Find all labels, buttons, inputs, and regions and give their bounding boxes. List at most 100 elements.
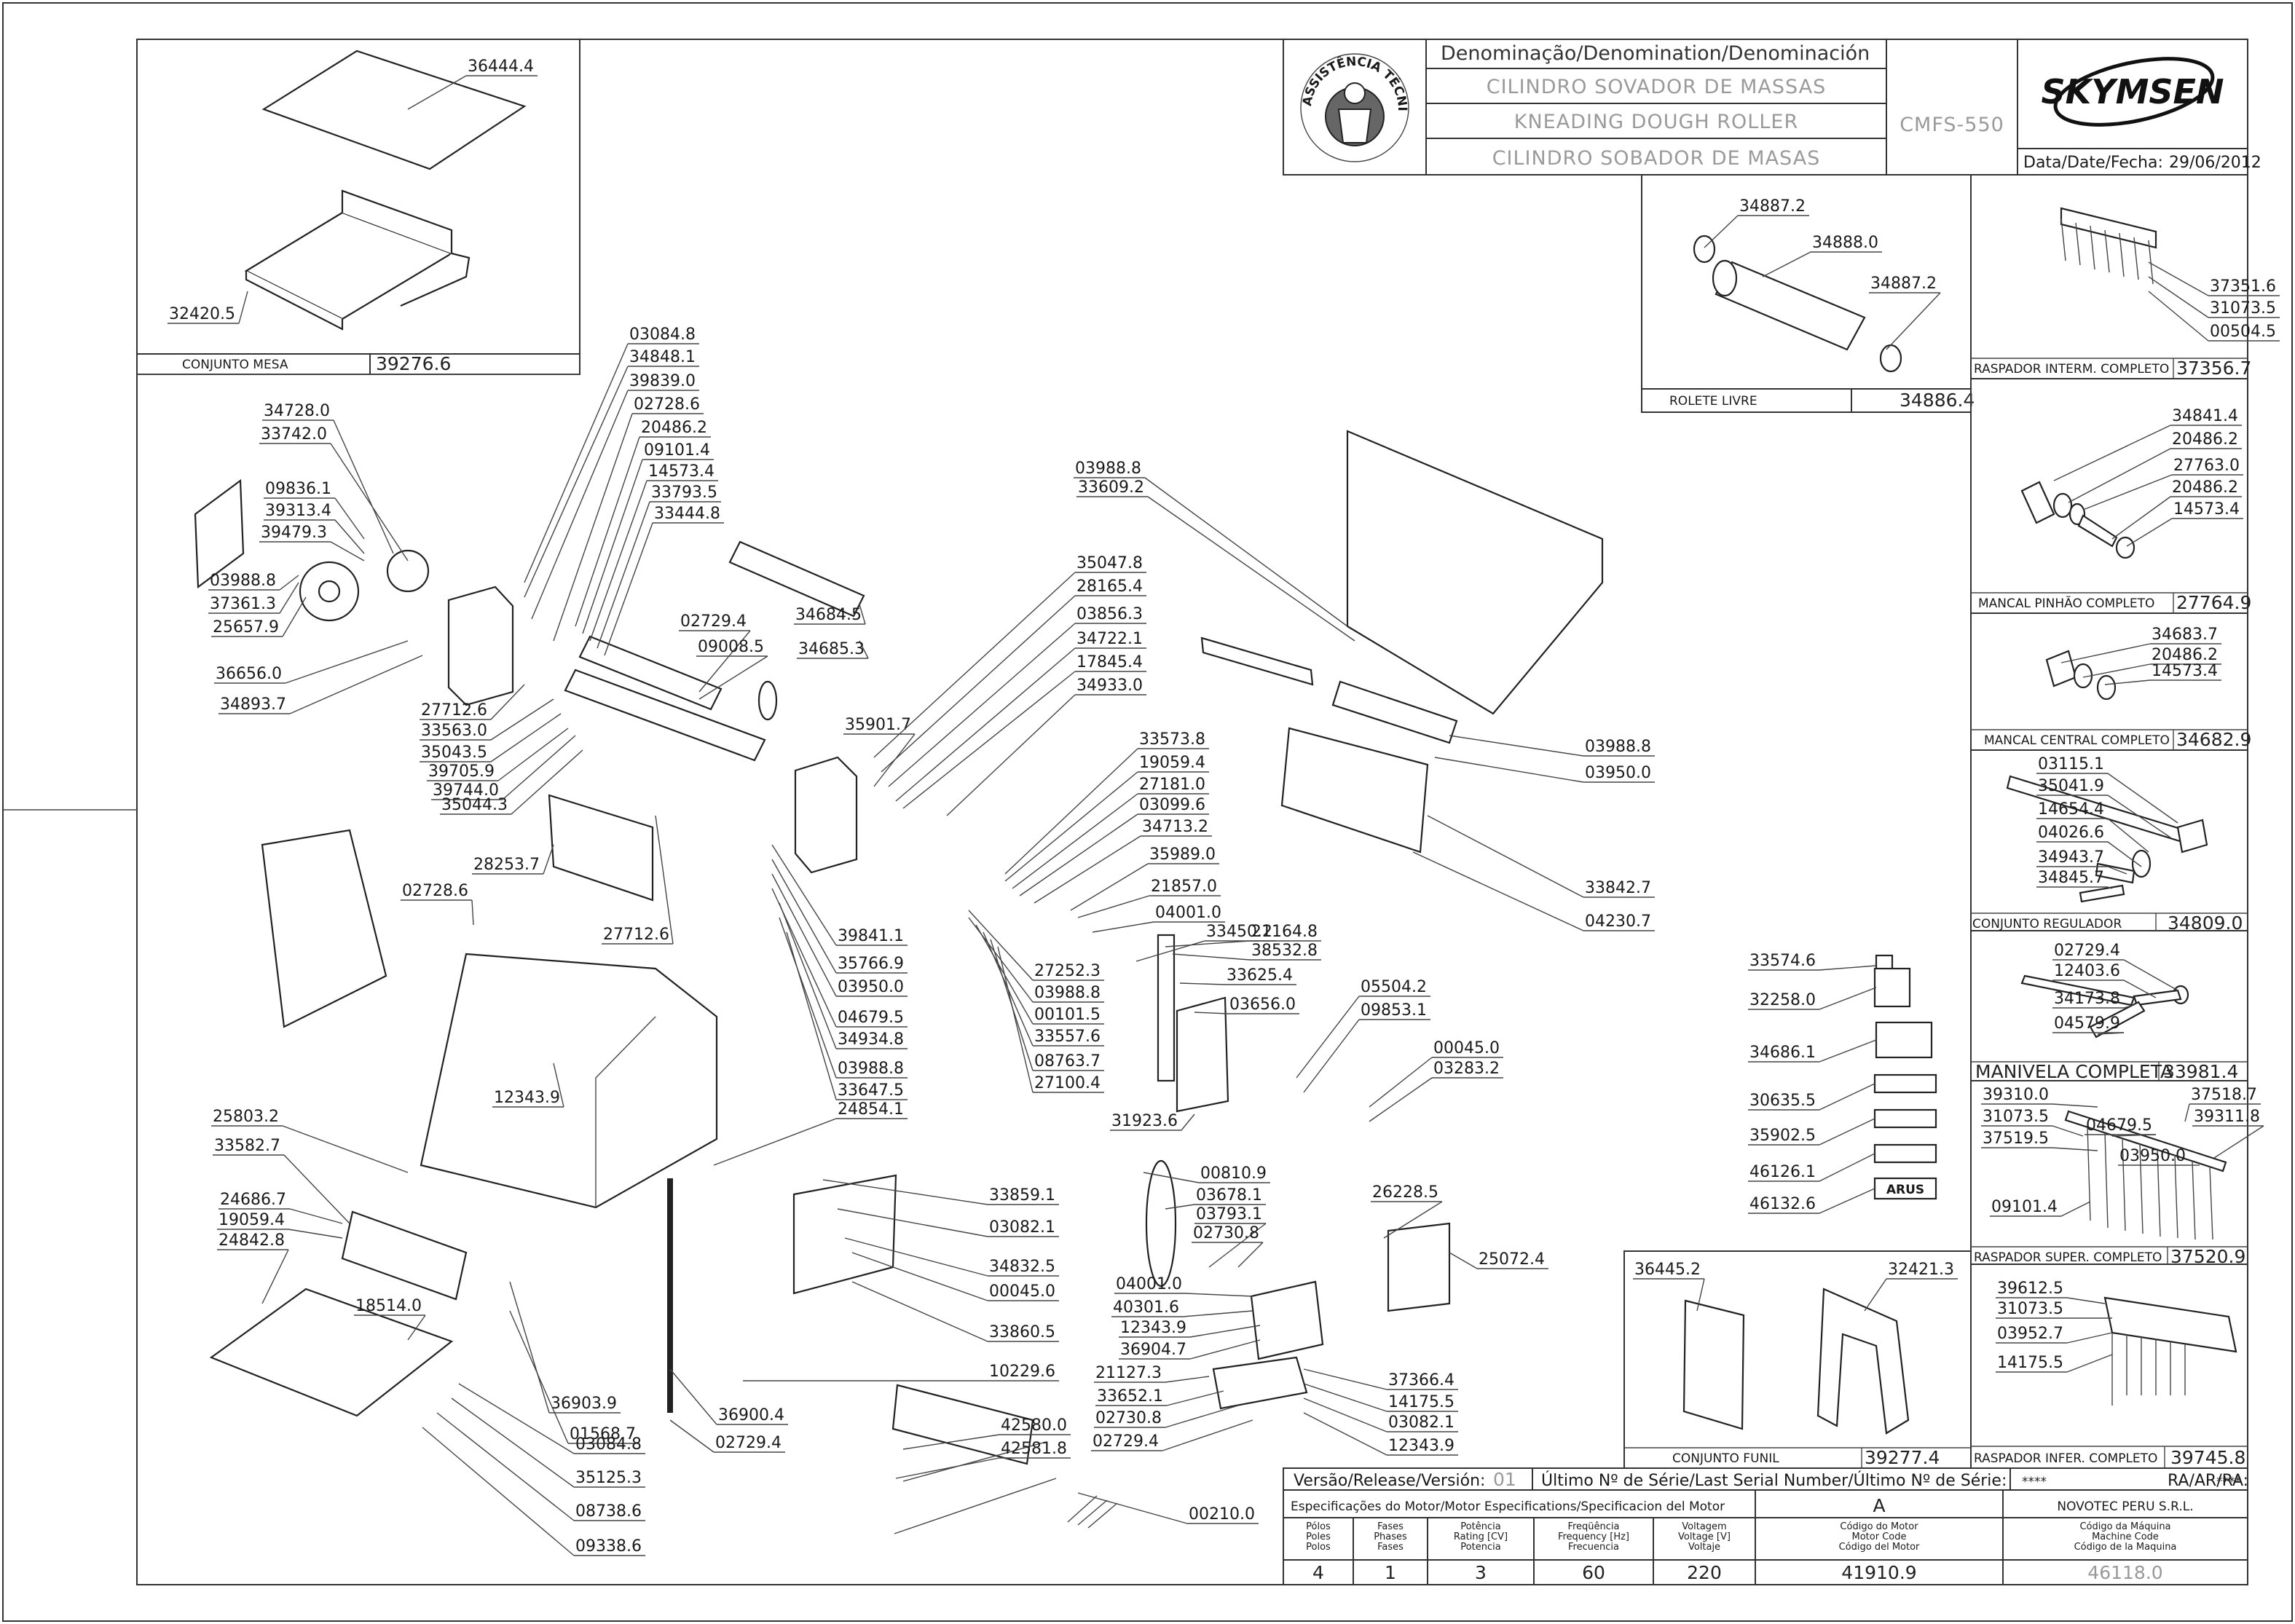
callout-leader-line — [1092, 921, 1154, 933]
callout-leader-line — [1296, 996, 1360, 1079]
callout-leader-line — [2148, 261, 2209, 296]
callout-leader-line — [279, 582, 299, 614]
assembly-mancal-pinhao: MANCAL PINHÃO COMPLETO 27764.9 — [1971, 481, 2251, 613]
callout-leader-line — [543, 844, 554, 875]
spec-column-header: Freqüência — [1567, 1521, 1619, 1532]
assembly-name: ROLETE LIVRE — [1669, 394, 1757, 409]
callout-leader-line — [238, 291, 248, 324]
part-number-callout: 39311.8 — [2194, 1108, 2260, 1126]
callout-leader-line — [1077, 1492, 1188, 1524]
spec-column-header: Motor Code — [1852, 1532, 1907, 1542]
part-number-callout: 02729.4 — [1093, 1432, 1159, 1451]
date-label: Data/Date/Fecha: — [2023, 154, 2163, 172]
spec-column-header: Potencia — [1460, 1542, 1500, 1553]
part-number-callout: 39313.4 — [265, 502, 331, 520]
spec-column-value: 1 — [1385, 1562, 1396, 1583]
name-portuguese: CILINDRO SOVADOR DE MASSAS — [1487, 76, 1827, 98]
callout-leader-line — [669, 1368, 717, 1425]
part-number-callout: 36445.2 — [1634, 1261, 1701, 1279]
name-spanish: CILINDRO SOBADOR DE MASAS — [1492, 147, 1821, 170]
callout-leader-line — [851, 1281, 988, 1342]
part-number-callout: 46126.1 — [1749, 1163, 1816, 1181]
callout-leader-line — [2068, 448, 2171, 503]
part-number-callout: 33444.8 — [654, 505, 720, 523]
part-number-callout: 04679.5 — [838, 1009, 904, 1027]
part-number-callout: 36900.4 — [718, 1406, 784, 1424]
part-number-callout: 32420.5 — [169, 305, 235, 323]
callout-leader-line — [422, 1427, 575, 1556]
part-number-callout: 32258.0 — [1749, 991, 1816, 1009]
spec-column-header: Potência — [1460, 1521, 1500, 1532]
part-number-callout: 34934.8 — [838, 1030, 904, 1049]
callout-leader-line — [2060, 643, 2151, 663]
callout-leader-line — [333, 419, 394, 554]
callout-leader-line — [997, 946, 1034, 1093]
spec-column-header: Frequency [Hz] — [1558, 1532, 1629, 1542]
part-number-callout: 34845.7 — [2038, 869, 2104, 887]
callout-leader-line — [1696, 1278, 1705, 1312]
part-number-callout: 26228.5 — [1372, 1183, 1438, 1202]
callout-leader-line — [511, 749, 583, 815]
assembly-name: CONJUNTO REGULADOR — [1972, 917, 2122, 931]
callout-leader-line — [1819, 1153, 1875, 1182]
part-number-callout: 03678.1 — [1196, 1186, 1262, 1205]
assembly-name: CONJUNTO FUNIL — [1672, 1451, 1779, 1466]
callout-leader-line — [334, 519, 365, 554]
callout-leader-line — [1864, 1278, 1887, 1312]
callout-leader-line — [1303, 1368, 1387, 1390]
part-number-callout: 27712.6 — [603, 926, 669, 944]
part-number-callout: 33842.7 — [1585, 879, 1651, 897]
assembly-code: 37520.9 — [2170, 1246, 2245, 1267]
callout-leader-line — [2066, 1354, 2113, 1373]
callout-leader-line — [1303, 1412, 1387, 1456]
callout-leader-line — [779, 902, 837, 1049]
callout-leader-line — [575, 436, 640, 627]
part-number-callout: 03988.8 — [210, 572, 276, 590]
assembly-name: RASPADOR INTERM. COMPLETO — [1974, 362, 2169, 377]
callout-leader-line — [436, 1412, 575, 1521]
callout-leader-line — [1189, 1325, 1261, 1338]
part-number-callout: 12343.9 — [494, 1089, 560, 1107]
part-callouts: 36444.432420.503084.834848.139839.002728… — [168, 58, 2280, 1556]
callout-leader-line — [279, 575, 299, 591]
serial-value: **** — [2022, 1475, 2047, 1489]
callout-leader-line — [881, 595, 1076, 773]
callout-leader-line — [2060, 1201, 2091, 1217]
callout-leader-line — [1819, 965, 1877, 971]
callout-leader-line — [1886, 292, 1941, 350]
callout-leader-line — [1165, 1376, 1210, 1383]
callout-leader-line — [2107, 841, 2142, 867]
part-number-callout: 34887.2 — [1870, 275, 1937, 293]
callout-leader-line — [1189, 1339, 1261, 1360]
callout-leader-line — [1819, 1188, 1875, 1214]
part-number-callout: 03283.2 — [1433, 1060, 1500, 1078]
callout-leader-line — [1819, 1118, 1875, 1146]
callout-leader-line — [2107, 773, 2178, 824]
part-number-callout: 20486.2 — [2172, 478, 2238, 497]
part-number-callout: 34943.7 — [2038, 848, 2104, 867]
callout-leader-line — [589, 480, 647, 642]
assembly-code: 37356.7 — [2176, 358, 2251, 379]
part-number-callout: 27100.4 — [1034, 1074, 1101, 1092]
version-label: Versão/Release/Versión: — [1294, 1472, 1485, 1490]
assembly-code: 34809.0 — [2168, 912, 2243, 934]
callout-leader-line — [873, 572, 1076, 758]
callout-leader-line — [859, 604, 866, 625]
callout-leader-line — [330, 443, 409, 561]
part-number-callout: 09008.5 — [698, 638, 764, 656]
callout-leader-line — [497, 728, 569, 781]
assembly-code: 39745.8 — [2170, 1447, 2245, 1468]
part-number-callout: 35901.7 — [845, 716, 911, 734]
part-number-callout: 25072.4 — [1479, 1250, 1545, 1269]
revision-letter: A — [1873, 1495, 1885, 1516]
callout-leader-line — [1147, 496, 1355, 642]
part-number-callout: 37361.3 — [210, 595, 276, 613]
callout-leader-line — [1143, 1172, 1200, 1183]
part-number-callout: 25657.9 — [213, 618, 279, 636]
part-number-callout: 35041.9 — [2038, 777, 2104, 795]
part-number-callout: 03084.8 — [629, 326, 696, 344]
callout-leader-line — [2052, 1103, 2098, 1108]
callout-leader-line — [786, 931, 837, 1100]
ra-value: **** — [2216, 1475, 2241, 1489]
part-number-callout: 03988.8 — [1034, 984, 1101, 1002]
